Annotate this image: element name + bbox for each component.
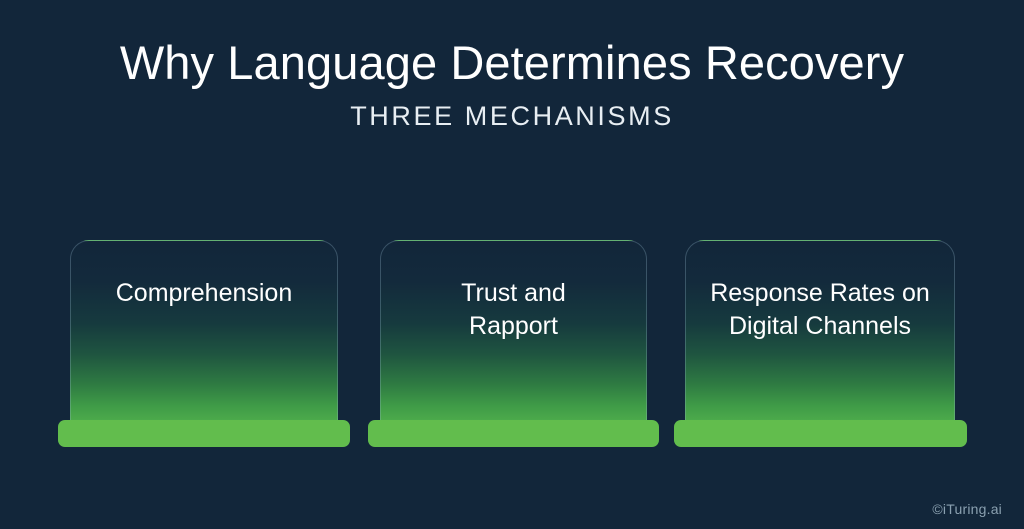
mechanism-card-2[interactable]: Trust and Rapport xyxy=(368,240,659,447)
card-base-bar xyxy=(674,420,967,447)
watermark-label: ©iTuring.ai xyxy=(932,501,1002,517)
card-body: Comprehension xyxy=(70,240,338,424)
card-label: Trust and Rapport xyxy=(461,279,566,341)
page-subtitle: THREE MECHANISMS xyxy=(350,101,674,132)
mechanism-card-3[interactable]: Response Rates on Digital Channels xyxy=(674,240,967,447)
mechanism-card-row: Comprehension Trust and Rapport Response… xyxy=(0,240,1024,450)
page-title: Why Language Determines Recovery xyxy=(119,36,905,89)
card-base-bar xyxy=(368,420,659,447)
card-label: Response Rates on Digital Channels xyxy=(710,279,930,341)
card-body: Response Rates on Digital Channels xyxy=(685,240,955,424)
mechanism-card-1[interactable]: Comprehension xyxy=(58,240,350,447)
card-label: Comprehension xyxy=(115,279,293,307)
card-body: Trust and Rapport xyxy=(380,240,647,424)
slide-header: Why Language Determines Recovery THREE M… xyxy=(0,0,1024,130)
card-base-bar xyxy=(58,420,350,447)
